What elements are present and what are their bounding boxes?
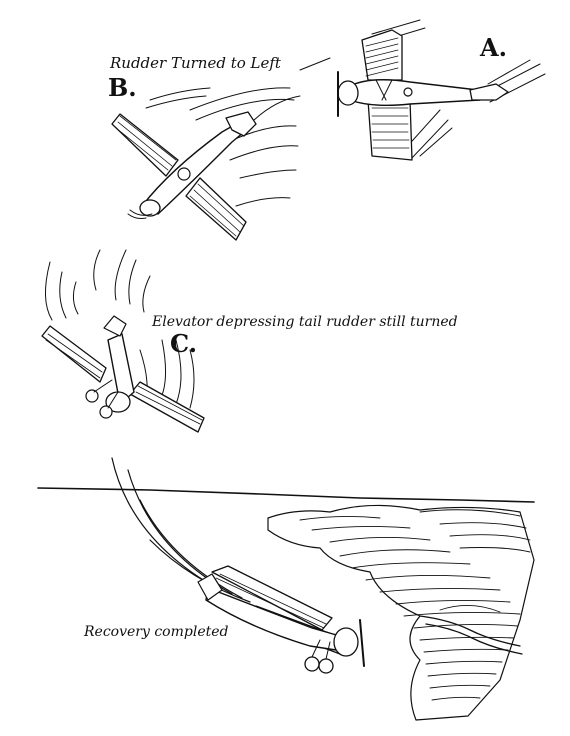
panel-a-letter: A. bbox=[479, 33, 507, 62]
panel-b: Rudder Turned to Left B. bbox=[108, 54, 301, 241]
panel-c: Elevator depressing tail rudder still tu… bbox=[41, 249, 458, 433]
terrain bbox=[267, 504, 535, 721]
panel-d-airplane bbox=[197, 565, 365, 674]
panel-d: Recovery completed bbox=[37, 457, 535, 721]
panel-c-airplane bbox=[41, 315, 205, 433]
panel-b-airplane bbox=[111, 111, 257, 241]
panel-b-caption: Rudder Turned to Left bbox=[109, 54, 282, 72]
panel-a: A. bbox=[299, 19, 546, 161]
panel-b-letter: B. bbox=[108, 73, 137, 102]
panel-b-speed-lines bbox=[145, 87, 301, 207]
panel-c-caption: Elevator depressing tail rudder still tu… bbox=[151, 314, 458, 330]
panel-a-airplane bbox=[337, 29, 509, 161]
panel-c-letter: C. bbox=[170, 329, 197, 358]
panel-d-caption: Recovery completed bbox=[83, 624, 229, 640]
horizon-line bbox=[37, 487, 535, 503]
